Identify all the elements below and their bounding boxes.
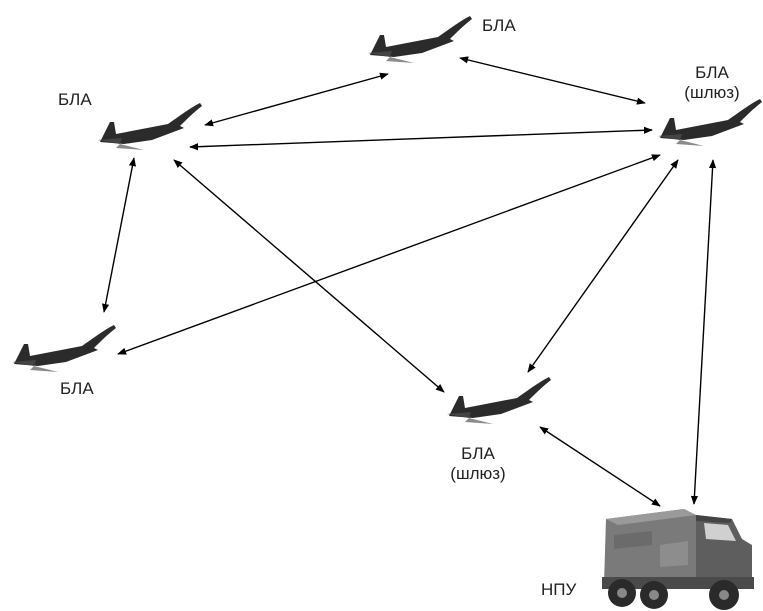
link-left-gwmid [173, 159, 445, 393]
gcs-label: НПУ [541, 580, 577, 599]
uav-left-label: БЛА [58, 90, 92, 109]
link-gwmid-gcs [539, 426, 661, 507]
uav-gw-mid-label: БЛА (шлюз) [445, 444, 511, 484]
uav-gw-mid-role: (шлюз) [450, 464, 506, 483]
link-top-left [204, 72, 389, 127]
link-gwright-gwmid [527, 159, 679, 373]
uav-icon [98, 103, 202, 150]
uav-icon [12, 325, 116, 372]
uav-icon [447, 377, 551, 424]
uav-gw-mid-name: БЛА [461, 444, 495, 463]
link-gwright-gcs [690, 159, 717, 505]
uav-icon [368, 16, 472, 63]
uav-gw-right-role: (шлюз) [684, 83, 740, 102]
uav-gw-right-label: БЛА (шлюз) [684, 63, 740, 103]
link-top-gwright [459, 56, 646, 105]
link-bottomleft-gwright [117, 154, 661, 355]
uav-bottom-left-label: БЛА [60, 379, 94, 398]
link-left-gwright [189, 126, 653, 151]
uav-icon [658, 99, 762, 146]
uav-gw-right-name: БЛА [695, 63, 729, 82]
uav-top-label: БЛА [482, 16, 516, 35]
link-left-bottomleft [102, 157, 136, 313]
truck-icon [602, 509, 754, 610]
